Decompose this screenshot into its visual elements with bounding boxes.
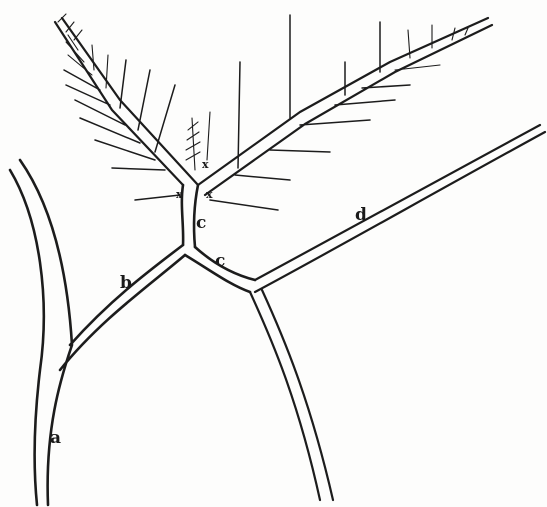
label-x-center: x (202, 158, 209, 171)
label-c-upper: c (196, 213, 206, 233)
right-feather-branch (198, 15, 492, 210)
label-x-right: x (206, 188, 213, 201)
label-d: d (355, 205, 367, 225)
label-x-left: x (176, 188, 183, 201)
vessel-descending (250, 290, 333, 500)
vessel-a (10, 160, 72, 505)
label-c-lower: c (215, 251, 225, 271)
label-b: b (120, 273, 132, 293)
vessel-b (60, 245, 185, 370)
left-feather-branch (55, 14, 198, 200)
vessel-d (255, 125, 545, 292)
label-a: a (50, 428, 61, 448)
